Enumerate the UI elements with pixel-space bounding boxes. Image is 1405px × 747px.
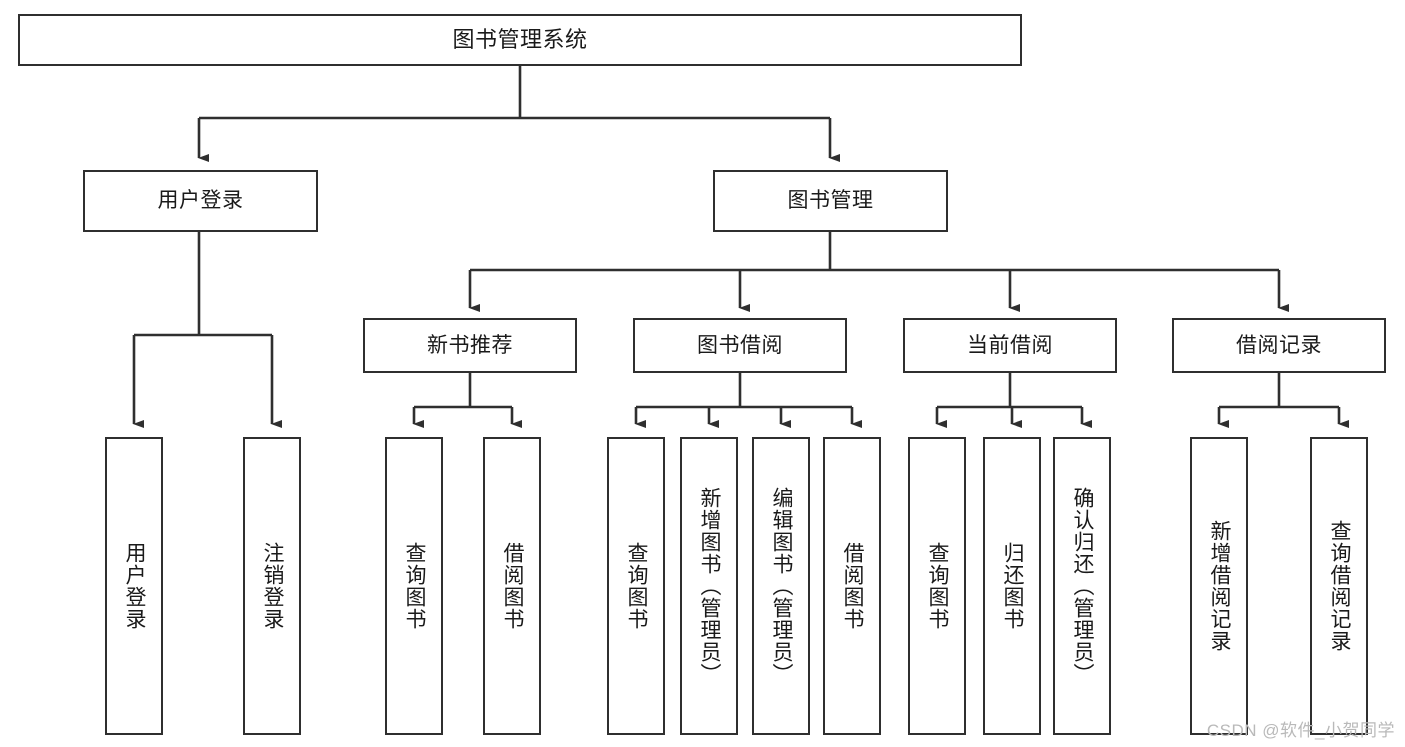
node-label: 图书管理系统 (452, 26, 588, 52)
node-root-book-management-system[interactable]: 图书管理系统 (18, 14, 1022, 66)
node-label: 查询图书 (926, 542, 950, 630)
edges-borrowrecord-to-leaves (1217, 373, 1349, 428)
leaf-user-login[interactable]: 用户登录 (105, 437, 163, 735)
node-label: 查询图书 (403, 542, 427, 630)
leaf-add-book[interactable]: 新增图书（管理员） (680, 437, 738, 735)
node-label: 借阅图书 (841, 542, 865, 630)
node-user-login[interactable]: 用户登录 (83, 170, 318, 232)
edges-userlogin-to-leaves (132, 232, 282, 428)
node-label: 归还图书 (1001, 542, 1025, 630)
node-label: 用户登录 (157, 189, 244, 213)
leaf-confirm-return[interactable]: 确认归还（管理员） (1053, 437, 1111, 735)
node-label: 新书推荐 (427, 333, 513, 357)
leaf-query-books-borrow[interactable]: 查询图书 (607, 437, 665, 735)
node-label: 注销登录 (261, 542, 285, 630)
leaf-add-borrow-record[interactable]: 新增借阅记录 (1190, 437, 1248, 735)
leaf-query-borrow-record[interactable]: 查询借阅记录 (1310, 437, 1368, 735)
leaf-return-book[interactable]: 归还图书 (983, 437, 1041, 735)
leaf-borrow-books-recommend[interactable]: 借阅图书 (483, 437, 541, 735)
leaf-logout-login[interactable]: 注销登录 (243, 437, 301, 735)
node-label: 查询图书 (625, 542, 649, 630)
node-label: 用户登录 (123, 542, 147, 630)
edges-bookborrow-to-leaves (634, 373, 862, 428)
node-current-borrow[interactable]: 当前借阅 (903, 318, 1117, 373)
node-label: 确认归还（管理员） (1071, 487, 1095, 685)
node-book-borrow[interactable]: 图书借阅 (633, 318, 847, 373)
node-label: 借阅记录 (1236, 333, 1322, 357)
leaf-edit-book[interactable]: 编辑图书（管理员） (752, 437, 810, 735)
node-borrow-record[interactable]: 借阅记录 (1172, 318, 1386, 373)
node-label: 新增图书（管理员） (698, 487, 722, 685)
leaf-borrow-books-borrow[interactable]: 借阅图书 (823, 437, 881, 735)
node-label: 查询借阅记录 (1328, 520, 1352, 652)
node-book-management[interactable]: 图书管理 (713, 170, 948, 232)
leaf-query-books-current[interactable]: 查询图书 (908, 437, 966, 735)
node-label: 图书管理 (787, 189, 874, 213)
node-label: 借阅图书 (501, 542, 525, 630)
watermark-text: CSDN @软件_小贺同学 (1206, 721, 1395, 740)
node-label: 当前借阅 (967, 333, 1053, 357)
node-new-book-recommend[interactable]: 新书推荐 (363, 318, 577, 373)
leaf-query-books-recommend[interactable]: 查询图书 (385, 437, 443, 735)
node-label: 图书借阅 (697, 333, 783, 357)
node-label: 新增借阅记录 (1208, 520, 1232, 652)
edges-currentborrow-to-leaves (935, 373, 1092, 428)
node-label: 编辑图书（管理员） (770, 487, 794, 685)
edges-bookmgmt-to-level3 (468, 232, 1289, 312)
edges-newbook-to-leaves (412, 373, 522, 428)
edges-root-to-level2 (197, 66, 840, 162)
